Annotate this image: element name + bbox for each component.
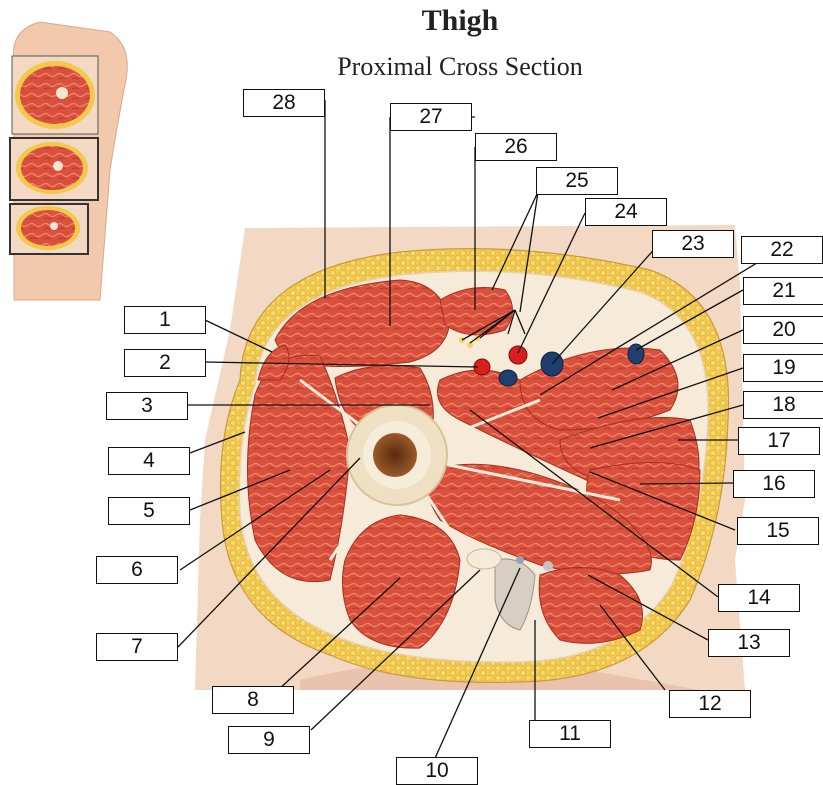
diagram-subtitle: Proximal Cross Section [0, 52, 823, 82]
label-8[interactable]: 8 [212, 686, 294, 714]
label-1[interactable]: 1 [124, 306, 206, 334]
label-20[interactable]: 20 [743, 316, 823, 344]
label-27[interactable]: 27 [390, 103, 472, 131]
label-12[interactable]: 12 [669, 690, 751, 718]
label-24[interactable]: 24 [585, 198, 667, 226]
label-13[interactable]: 13 [708, 629, 790, 657]
label-11[interactable]: 11 [529, 720, 611, 748]
label-10[interactable]: 10 [396, 757, 478, 785]
label-16[interactable]: 16 [733, 470, 815, 498]
label-9[interactable]: 9 [228, 726, 310, 754]
diagram-title: Thigh [0, 4, 823, 38]
label-2[interactable]: 2 [124, 349, 206, 377]
label-23[interactable]: 23 [652, 230, 734, 258]
label-25[interactable]: 25 [536, 167, 618, 195]
label-4[interactable]: 4 [108, 447, 190, 475]
label-17[interactable]: 17 [738, 427, 820, 455]
label-19[interactable]: 19 [743, 354, 823, 382]
label-6[interactable]: 6 [96, 556, 178, 584]
label-14[interactable]: 14 [718, 584, 800, 612]
label-3[interactable]: 3 [106, 392, 188, 420]
label-5[interactable]: 5 [108, 497, 190, 525]
label-18[interactable]: 18 [743, 391, 823, 419]
label-22[interactable]: 22 [741, 236, 823, 264]
label-28[interactable]: 28 [243, 89, 325, 117]
label-21[interactable]: 21 [743, 277, 823, 305]
label-15[interactable]: 15 [737, 517, 819, 545]
label-7[interactable]: 7 [96, 633, 178, 661]
label-26[interactable]: 26 [475, 133, 557, 161]
